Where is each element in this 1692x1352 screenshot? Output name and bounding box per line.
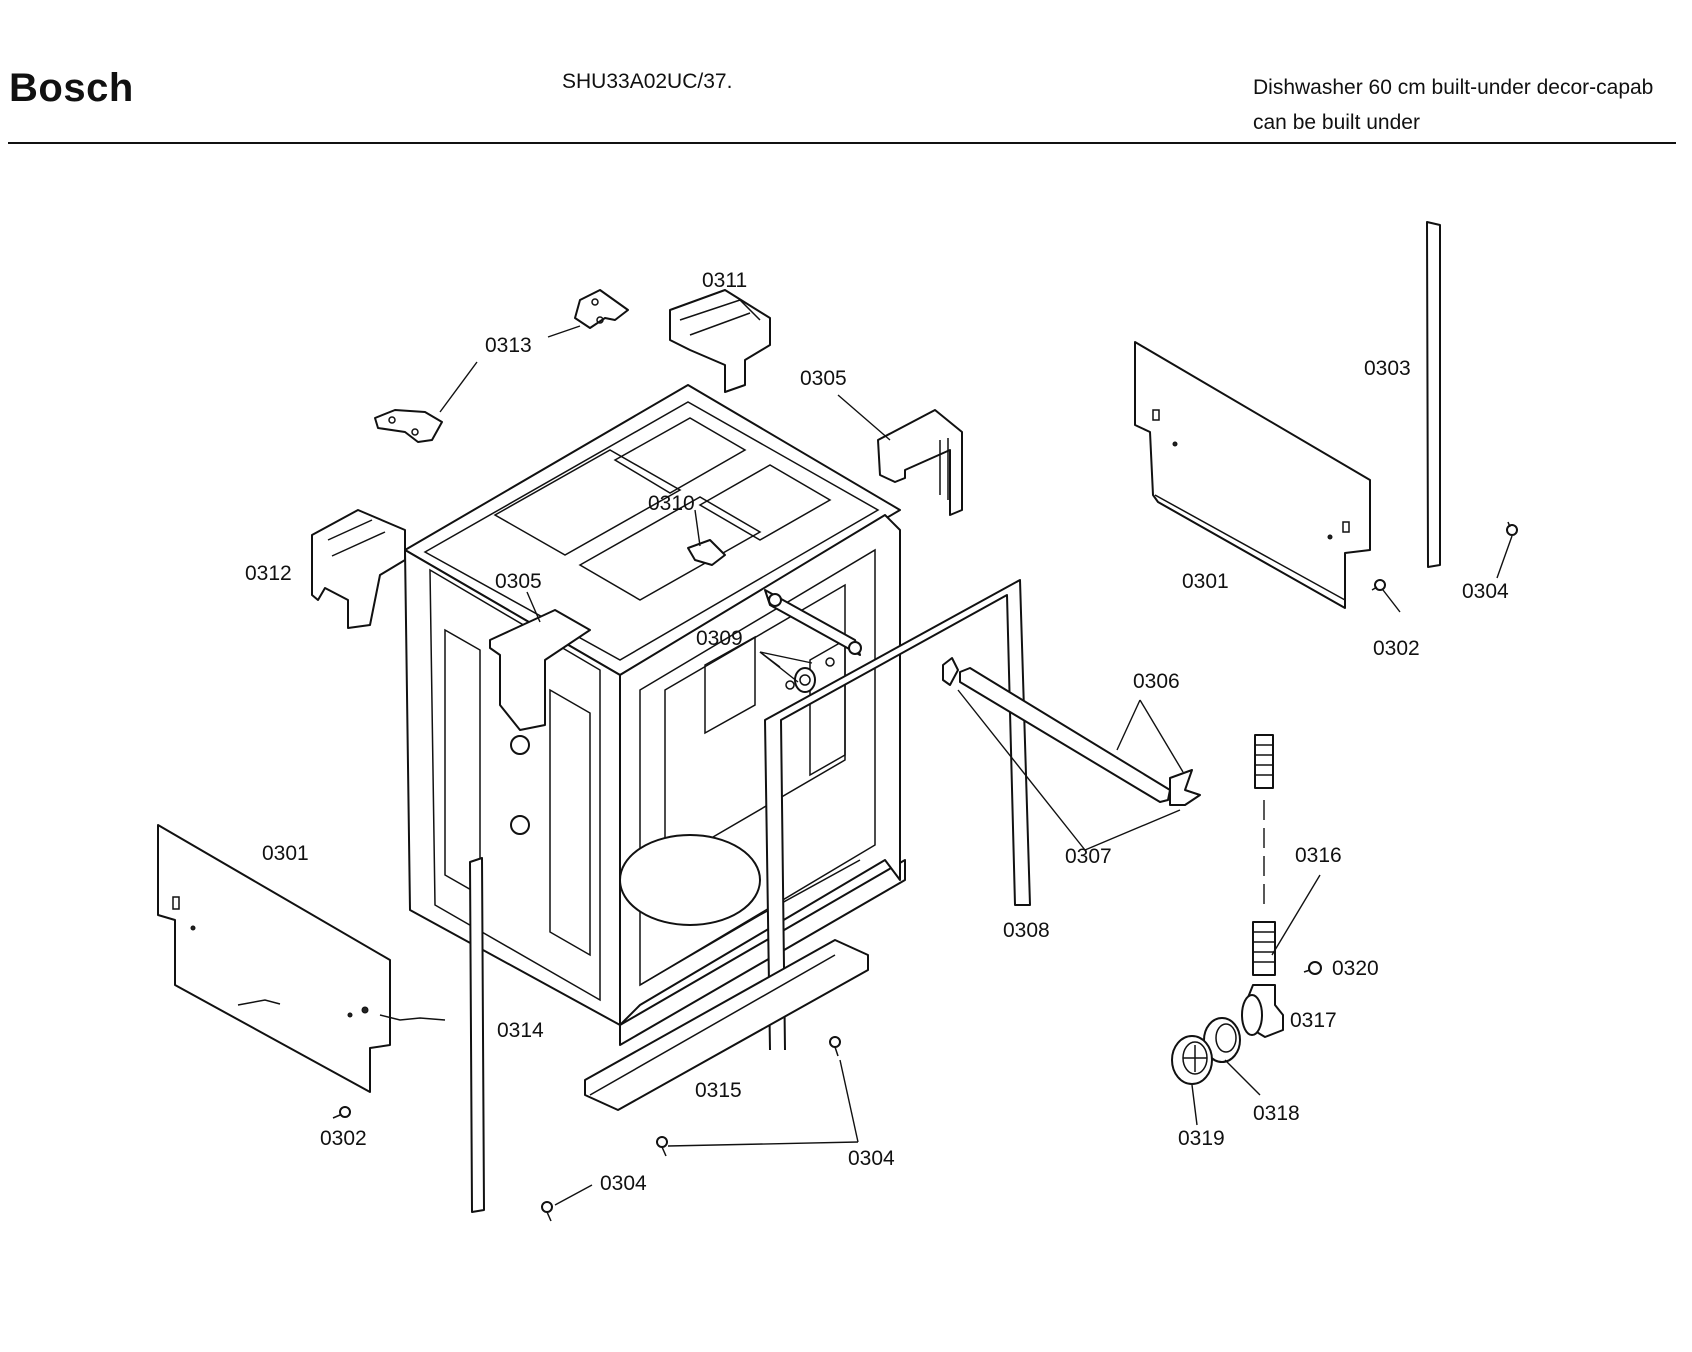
- drain-cap: [1171, 1035, 1213, 1085]
- screw-0302-right: [1371, 579, 1386, 591]
- callout-0311: 0311: [702, 269, 747, 292]
- screw-0320: [1303, 961, 1322, 975]
- callout-0313: 0313: [485, 334, 532, 357]
- callout-0304-right: 0304: [1462, 580, 1509, 603]
- callout-0304-left: 0304: [600, 1172, 647, 1195]
- callout-0312: 0312: [245, 562, 292, 585]
- callout-0302-right: 0302: [1373, 637, 1420, 660]
- screw-0302-left: [332, 1106, 351, 1119]
- top-clip: [687, 539, 726, 566]
- brand-name: Bosch: [9, 66, 134, 110]
- description-line-2: can be built under: [1253, 111, 1420, 134]
- side-strip-right: [1426, 221, 1441, 568]
- callout-0306: 0306: [1133, 670, 1180, 693]
- callout-0317: 0317: [1290, 1009, 1337, 1032]
- dishwasher-tub: [404, 384, 906, 1046]
- model-number: SHU33A02UC/37.: [562, 70, 733, 93]
- callout-0302-left: 0302: [320, 1127, 367, 1150]
- callout-0307: 0307: [1065, 845, 1112, 868]
- callout-0314: 0314: [497, 1019, 544, 1042]
- door-gasket: [764, 579, 1031, 1051]
- screw-0304-bottom: [656, 1136, 668, 1157]
- bracket-top: [574, 289, 629, 329]
- callout-0315: 0315: [695, 1079, 742, 1102]
- screw-0304-left: [541, 1201, 553, 1222]
- screw-0304-right: [1506, 521, 1518, 536]
- side-panel-right: [1134, 341, 1371, 609]
- callout-0308: 0308: [1003, 919, 1050, 942]
- side-clip-left: [311, 509, 406, 629]
- drain-hose: [1252, 734, 1276, 976]
- callout-0309: 0309: [696, 627, 743, 650]
- callout-0319: 0319: [1178, 1127, 1225, 1150]
- callout-0320: 0320: [1332, 957, 1379, 980]
- callout-0316: 0316: [1295, 844, 1342, 867]
- mounting-clip-top: [669, 289, 771, 393]
- description-line-1: Dishwasher 60 cm built-under decor-capab: [1253, 76, 1654, 99]
- bracket-bottom: [374, 409, 443, 443]
- side-clip-left-tub: [489, 609, 591, 731]
- base-rail: [584, 939, 869, 1111]
- side-clip-right: [877, 409, 963, 516]
- callout-0305-right: 0305: [800, 367, 847, 390]
- callout-0301-left: 0301: [262, 842, 309, 865]
- callout-0304-center: 0304: [848, 1147, 895, 1170]
- door-rail: [942, 657, 1201, 806]
- callout-0305-left: 0305: [495, 570, 542, 593]
- seal-ring: [1203, 1017, 1241, 1063]
- leader-lines: [439, 325, 1513, 1206]
- header-divider: [8, 142, 1676, 144]
- callout-0303: 0303: [1364, 357, 1411, 380]
- screw-0304-center: [829, 1036, 841, 1057]
- callout-0301-right: 0301: [1182, 570, 1229, 593]
- hinge-assembly: [764, 589, 862, 693]
- callout-0318: 0318: [1253, 1102, 1300, 1125]
- left-strip: [469, 857, 485, 1213]
- callout-0310: 0310: [648, 492, 695, 515]
- product-description: Dishwasher 60 cm built-under decor-capab…: [1253, 70, 1653, 140]
- side-panel-left: [157, 824, 446, 1093]
- drain-connector: [1241, 984, 1284, 1038]
